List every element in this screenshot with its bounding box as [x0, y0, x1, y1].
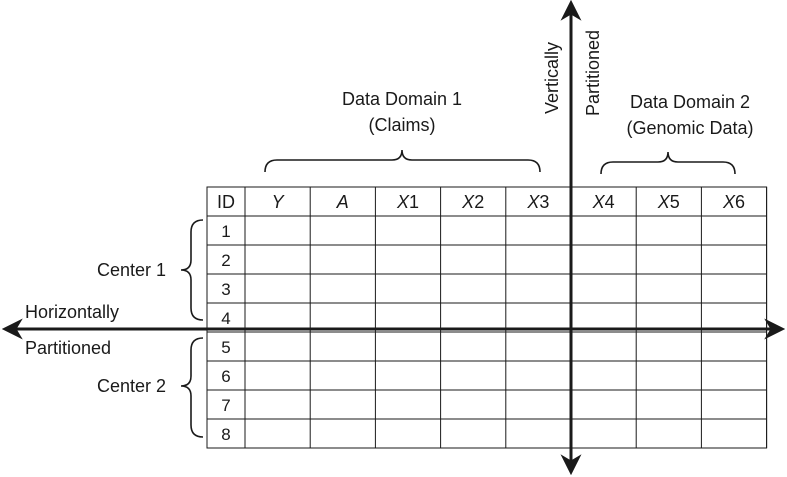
data-table: ID Y A X1 X2 X3 X4 X5 X6 1 2 3 4 5 6 7 8: [206, 186, 768, 449]
column-header: X5: [657, 192, 680, 212]
row-id: 7: [221, 396, 230, 415]
column-header: A: [336, 192, 349, 212]
center1-label: Center 1: [97, 260, 166, 280]
center1-brace: [180, 219, 204, 321]
center2-brace: [180, 337, 204, 438]
domain1-title: Data Domain 1: [342, 89, 462, 109]
row-id: 4: [221, 309, 230, 328]
domain2-subtitle: (Genomic Data): [626, 118, 753, 138]
row-id: 3: [221, 280, 230, 299]
domain2-title: Data Domain 2: [630, 92, 750, 112]
domain1-subtitle: (Claims): [369, 115, 436, 135]
column-header: X2: [461, 192, 484, 212]
partitioned-vertical-label: Partitioned: [583, 30, 603, 116]
partitioned-horizontal-label: Partitioned: [25, 338, 111, 358]
row-id: 8: [221, 425, 230, 444]
center2-label: Center 2: [97, 376, 166, 396]
row-id: 6: [221, 367, 230, 386]
column-header: Y: [272, 192, 286, 212]
column-header: X6: [722, 192, 745, 212]
vertically-label: Vertically: [542, 42, 562, 114]
row-id: 1: [221, 222, 230, 241]
horizontally-label: Horizontally: [25, 302, 119, 322]
row-id: 5: [221, 338, 230, 357]
column-header: X4: [592, 192, 615, 212]
id-header: ID: [217, 192, 235, 212]
domain2-brace: [600, 151, 736, 175]
table-frame: [206, 186, 768, 449]
domain1-brace: [264, 149, 541, 173]
column-header: X1: [396, 192, 419, 212]
column-header: X3: [526, 192, 549, 212]
row-id: 2: [221, 251, 230, 270]
